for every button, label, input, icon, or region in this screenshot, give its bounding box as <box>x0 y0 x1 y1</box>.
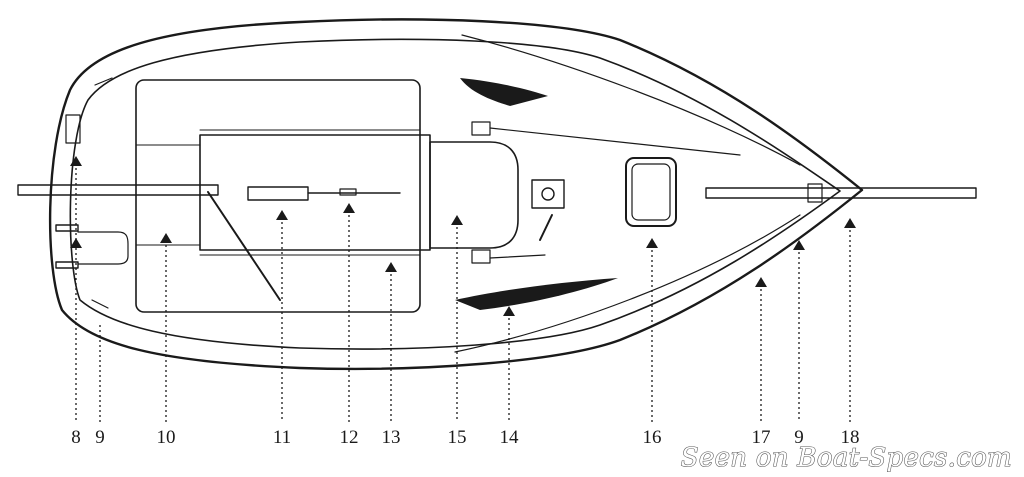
mainsheet-track <box>247 186 309 201</box>
fairlead-aft <box>94 77 113 86</box>
callout-9b: 9 <box>794 427 804 448</box>
tiller-extension <box>207 191 281 301</box>
transom-fitting <box>65 114 81 144</box>
shroud-shadow-top <box>460 78 548 106</box>
hull-outline <box>48 18 864 371</box>
transom-step <box>77 231 129 265</box>
callout-labels: 8 9 10 11 12 13 15 14 16 17 9 18 <box>71 427 859 448</box>
fairlead-aft <box>91 299 109 309</box>
jib-sheet-line <box>489 254 546 259</box>
arrow-16 <box>646 238 658 248</box>
hatch-glare <box>637 180 667 187</box>
arrow-18 <box>844 218 856 228</box>
callout-9: 9 <box>95 427 105 448</box>
arrow-17 <box>755 277 767 287</box>
callout-12: 12 <box>340 427 359 448</box>
callout-16: 16 <box>643 427 662 448</box>
arrow-12 <box>343 203 355 213</box>
callout-13: 13 <box>382 427 401 448</box>
arrow-10 <box>160 233 172 243</box>
hatch-lens <box>631 163 671 221</box>
arrow-11 <box>276 210 288 220</box>
handrail <box>539 214 553 241</box>
arrow-13 <box>385 262 397 272</box>
watermark-text: Seen on Boat-Specs.com <box>681 443 1012 473</box>
mast-base <box>541 187 555 201</box>
callout-15: 15 <box>448 427 467 448</box>
callout-8: 8 <box>71 427 81 448</box>
cleat <box>471 121 491 136</box>
tiller <box>17 184 219 196</box>
forward-hatch <box>625 157 677 227</box>
pointer-arrows <box>70 156 856 316</box>
leader-lines <box>75 168 851 422</box>
deck-edge <box>69 38 841 350</box>
toe-rail-bottom <box>454 214 801 353</box>
arrow-8 <box>70 156 82 166</box>
mast-step <box>531 179 565 209</box>
bow-fitting <box>807 183 823 203</box>
arrow-15 <box>451 215 463 225</box>
cleat <box>471 249 491 264</box>
companionway-hatch <box>429 141 519 249</box>
arrow-14 <box>503 306 515 316</box>
arrow-9b <box>793 240 805 250</box>
callout-14: 14 <box>500 427 520 448</box>
cockpit-well <box>135 79 421 313</box>
callout-17: 17 <box>752 427 771 448</box>
toe-rail-top <box>461 34 801 166</box>
callout-11: 11 <box>273 427 291 448</box>
jib-sheet-line <box>489 127 741 156</box>
callout-18: 18 <box>841 427 860 448</box>
traveler-car <box>339 188 357 196</box>
bowsprit <box>705 187 977 199</box>
rudder-fitting <box>55 224 79 232</box>
shroud-shadow-bottom <box>455 278 618 310</box>
rudder-fitting <box>55 261 79 269</box>
callout-10: 10 <box>157 427 176 448</box>
hatch-glare <box>637 194 667 201</box>
